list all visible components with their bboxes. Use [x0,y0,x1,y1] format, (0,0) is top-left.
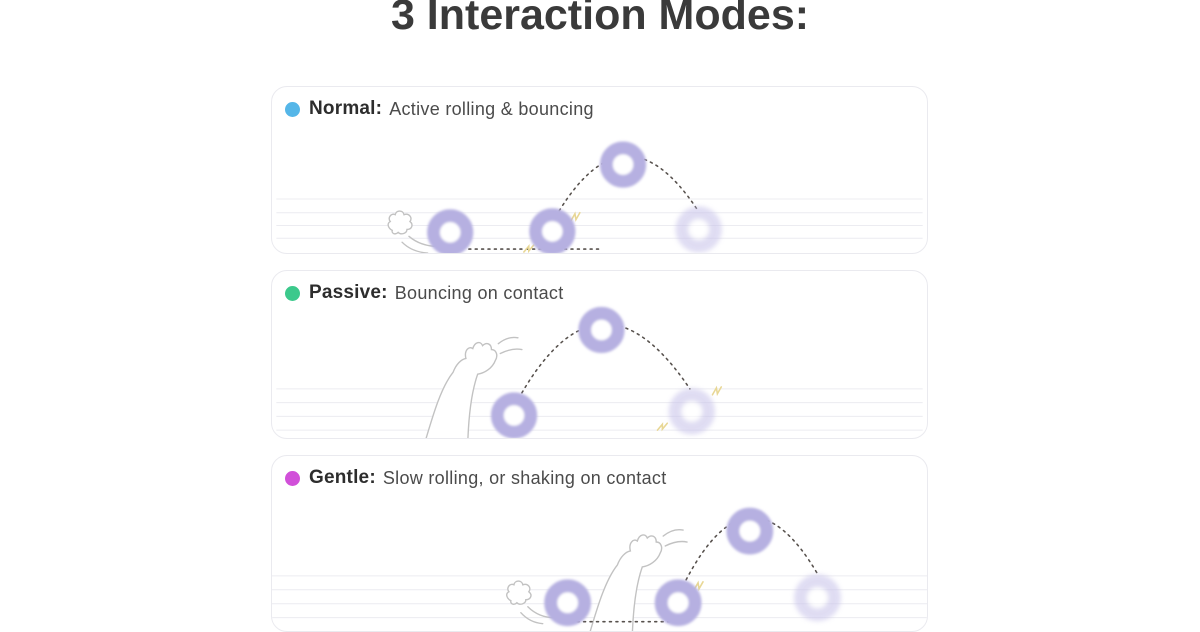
mode-label: Normal: [309,98,383,119]
ball-rolling [529,208,576,253]
mode-dot-icon [285,470,300,486]
mode-description: Active rolling & bouncing [389,98,594,119]
mode-label: Passive: [309,282,388,303]
ground-lines [276,388,923,431]
page-title: 3 Interaction Modes: [390,0,810,39]
cat-paw-icon [425,336,523,438]
ball-faded [794,574,841,622]
mode-header-gentle: Gentle: Slow rolling, or shaking on cont… [285,467,667,489]
ground-lines [276,198,923,239]
ball-bounce-peak [726,507,774,555]
mode-dot-icon [285,101,300,117]
ball-start [427,209,474,253]
ball-bounce-peak [599,141,647,188]
normal-mode-illustration [276,141,923,253]
ball-hit [654,579,702,627]
mode-header-passive: Passive: Bouncing on contact [285,282,564,304]
mode-card-passive: Passive: Bouncing on contact [271,270,928,439]
ball-faded [668,388,715,435]
ball-hit [490,392,538,438]
impact-spark-icon [656,385,723,432]
mode-label: Gentle: [309,467,376,488]
cat-paw-icon [589,528,688,631]
mode-header-normal: Normal: Active rolling & bouncing [285,98,594,120]
paw-swipe-icon [387,210,445,253]
impact-spark-icon [693,580,704,592]
mode-card-normal: Normal: Active rolling & bouncing [271,86,928,254]
passive-mode-illustration [276,306,923,438]
paw-swipe-icon [506,580,559,625]
impact-spark-icon [523,211,581,253]
mode-dot-icon [285,285,300,301]
mode-description: Bouncing on contact [394,282,564,303]
ball-bounce-peak [578,306,625,354]
bounce-trajectory [685,516,819,581]
gentle-mode-illustration [272,507,927,631]
mode-card-gentle: Gentle: Slow rolling, or shaking on cont… [271,455,928,632]
mode-description: Slow rolling, or shaking on contact [382,467,667,488]
infographic: 3 Interaction Modes: [271,0,929,632]
ball-faded [675,206,722,253]
ball-start [544,579,592,627]
